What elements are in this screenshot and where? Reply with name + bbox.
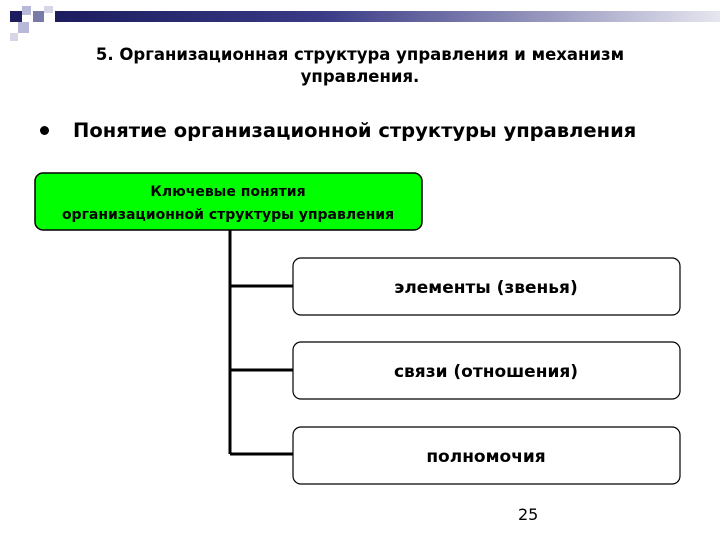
page-number: 25 [518, 505, 539, 524]
child-box-label: полномочия [426, 447, 545, 467]
bullet-dot-icon [40, 126, 49, 135]
child-box-elements: элементы (звенья) [292, 257, 681, 316]
bullet-text: Понятие организационной структуры управл… [73, 119, 637, 142]
decorative-square-light [22, 6, 31, 15]
child-box-authority: полномочия [292, 426, 681, 485]
decorative-square-mid [33, 11, 44, 22]
slide-title: 5. Организационная структура управления … [95, 45, 625, 86]
root-box-line1: Ключевые понятия [150, 184, 305, 200]
decorative-square-light [10, 33, 18, 41]
child-box-relations: связи (отношения) [292, 341, 681, 400]
root-box-line2: организационной структуры управления [62, 207, 394, 223]
bullet-item: Понятие организационной структуры управл… [40, 117, 700, 145]
header-gradient-bar [55, 11, 720, 22]
connectors [228, 230, 294, 456]
decorative-square-dark [10, 11, 22, 22]
decorative-square-light [44, 6, 53, 13]
child-box-label: связи (отношения) [394, 362, 578, 382]
root-box: Ключевые понятия организационной структу… [34, 172, 423, 231]
child-box-label: элементы (звенья) [394, 278, 578, 298]
decorative-square-light [18, 22, 29, 33]
